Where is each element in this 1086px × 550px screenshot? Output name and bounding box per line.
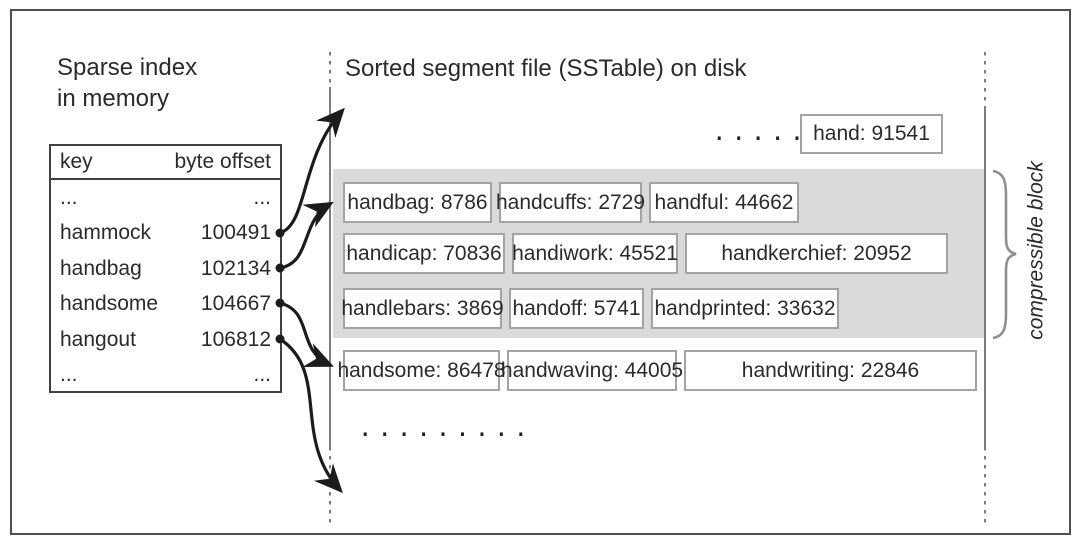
index-key: handbag — [60, 256, 142, 280]
index-row-handbag: handbag 102134 — [51, 251, 280, 287]
index-row-handsome: handsome 104667 — [51, 287, 280, 323]
index-offset: ... — [253, 185, 271, 209]
index-row-hammock: hammock 100491 — [51, 216, 280, 252]
index-row-hangout: hangout 106812 — [51, 322, 280, 358]
sstable-entry: handiwork: 45521 — [512, 233, 678, 274]
index-key: ... — [60, 363, 78, 387]
sparse-index-table: key byte offset ... ... hammock 100491 h… — [49, 144, 282, 393]
sstable-row-3: handlebars: 3869 handoff: 5741 handprint… — [341, 288, 839, 329]
sparse-index-title-line1: Sparse index — [57, 54, 198, 81]
index-header-key: key — [60, 150, 93, 173]
sparse-index-title-line2: in memory — [57, 85, 170, 112]
index-row-ellipsis-top: ... ... — [51, 180, 280, 216]
sstable-entry: handbag: 8786 — [343, 182, 492, 223]
index-key: hangout — [60, 327, 136, 351]
sstable-entry: handkerchief: 20952 — [685, 233, 948, 274]
sstable-title: Sorted segment file (SSTable) on disk — [345, 55, 747, 82]
index-table-header: key byte offset — [51, 146, 280, 180]
index-key: handsome — [60, 292, 159, 316]
compressible-block-label: compressible block — [1024, 161, 1048, 340]
sstable-row-1: handbag: 8786 handcuffs: 2729 handful: 4… — [343, 182, 799, 223]
index-offset: 106812 — [200, 327, 271, 351]
sstable-entry: handwriting: 22846 — [684, 350, 977, 391]
sparse-index-title: Sparse index in memory — [57, 52, 197, 114]
sstable-entry: handsome: 86478 — [337, 350, 506, 391]
sstable-bottom-ellipsis: ......... — [358, 414, 534, 442]
sstable-entry-hand: hand: 91541 — [800, 114, 943, 154]
sstable-entry: handcuffs: 2729 — [496, 182, 645, 223]
index-offset: 100491 — [200, 221, 271, 245]
sstable-row-4: handsome: 86478 handwaving: 44005 handwr… — [337, 350, 977, 391]
index-offset: 104667 — [200, 292, 271, 316]
sstable-entry: handoff: 5741 — [509, 288, 644, 329]
sstable-entry: handful: 44662 — [649, 182, 799, 223]
sstable-entry: handprinted: 33632 — [651, 288, 839, 329]
sstable-entry: handwaving: 44005 — [501, 350, 683, 391]
sstable-row-2: handicap: 70836 handiwork: 45521 handker… — [343, 233, 948, 274]
index-key: ... — [60, 185, 78, 209]
index-header-offset: byte offset — [174, 150, 271, 173]
index-row-ellipsis-bottom: ... ... — [51, 358, 280, 394]
index-offset: 102134 — [200, 256, 271, 280]
index-offset: ... — [253, 363, 271, 387]
sstable-entry: handlebars: 3869 — [341, 288, 504, 329]
sstable-entry: handicap: 70836 — [343, 233, 505, 274]
compressible-block: handbag: 8786 handcuffs: 2729 handful: 4… — [333, 169, 985, 338]
index-key: hammock — [60, 221, 152, 245]
